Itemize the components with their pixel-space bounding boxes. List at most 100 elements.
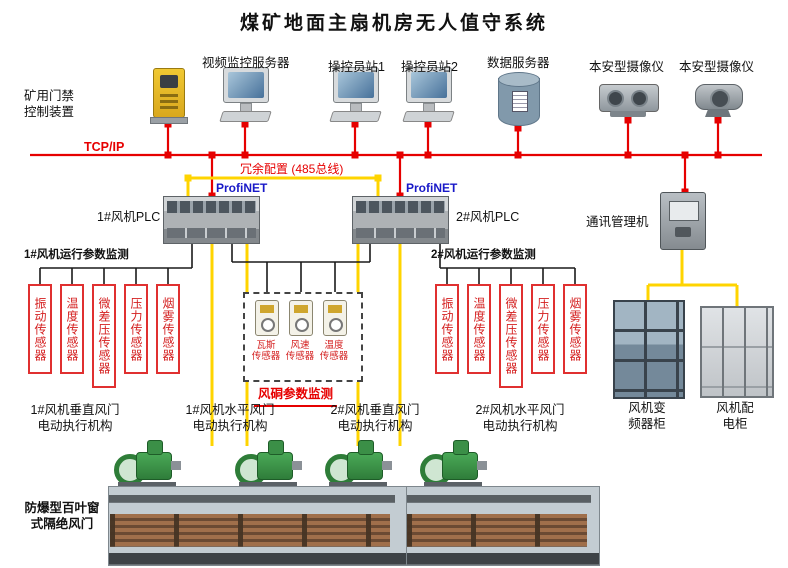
sensor-vibration-1: 振动传感器: [28, 284, 52, 374]
database-icon: [498, 72, 540, 126]
sensor-smoke-2: 烟雾传感器: [563, 284, 587, 374]
actuator-base: [118, 482, 176, 488]
actuator-4-icon: [418, 438, 488, 492]
temperature-sensor-label: 温度 传感器: [318, 340, 350, 362]
monitor-keyboard: [329, 111, 382, 122]
monitor-screen: [223, 67, 269, 103]
vfd-cabinet-label-line1: 风机变: [628, 401, 666, 415]
louver-damper-right-image: [406, 486, 600, 566]
wind-speed-sensor-label-line2: 传感器: [285, 351, 315, 362]
actuator-1-label-line1: 1#风机垂直风门: [30, 403, 120, 417]
camera-body: [695, 84, 743, 110]
louver-label-line2: 式隔绝风门: [30, 517, 94, 531]
sensor-smoke-1: 烟雾传感器: [156, 284, 180, 374]
actuator-4-label: 2#风机水平风门 电动执行机构: [460, 402, 580, 434]
actuator-3-label-line1: 2#风机垂直风门: [330, 403, 420, 417]
actuator-1-label-line2: 电动执行机构: [37, 419, 113, 433]
operator-station-2-label: 操控员站2: [401, 60, 458, 74]
monitor-screen: [333, 67, 379, 103]
sensor-temperature-1: 温度传感器: [60, 284, 84, 374]
plc1-icon: [163, 196, 260, 244]
redundant-bus-label: 冗余配置 (485总线): [240, 162, 344, 176]
access-control-label-line1: 矿用门禁: [24, 89, 75, 103]
access-control-label: 矿用门禁 控制装置: [24, 88, 74, 120]
tcp-ip-label: TCP/IP: [84, 140, 125, 154]
access-control-icon: [153, 68, 185, 118]
camera-right-label: 本安型摄像仪: [679, 60, 755, 74]
fan2-monitor-title: 2#风机运行参数监测: [431, 249, 536, 261]
power-cabinet-label: 风机配 电柜: [705, 400, 765, 432]
actuator-base: [329, 482, 387, 488]
comm-manager-label: 通讯管理机: [586, 215, 649, 229]
camera-right-icon: [693, 82, 743, 120]
power-cabinet-label-line1: 风机配: [716, 401, 754, 415]
profinet-left-label: ProfiNET: [216, 181, 268, 195]
camera-left-icon: [599, 82, 659, 118]
plc2-label: 2#风机PLC: [456, 210, 520, 224]
fan1-monitor-title: 1#风机运行参数监测: [24, 249, 129, 261]
actuator-2-label: 1#风机水平风门 电动执行机构: [170, 402, 290, 434]
sensor-diff-pressure-2: 微差压传感器: [499, 284, 523, 388]
video-server-label: 视频监控服务器: [202, 56, 290, 70]
gas-sensor-label-line1: 瓦斯: [256, 340, 276, 351]
plc2-icon: [352, 196, 449, 244]
actuator-body: [442, 440, 487, 480]
camera-mount: [610, 111, 646, 117]
louver-label-line1: 防爆型百叶窗: [24, 501, 100, 515]
comm-manager-icon: [660, 192, 706, 250]
louver-label: 防爆型百叶窗 式隔绝风门: [10, 500, 114, 532]
operator-station-1-label: 操控员站1: [328, 60, 385, 74]
camera-base: [705, 109, 731, 117]
access-control-label-line2: 控制装置: [24, 105, 75, 119]
sensor-pressure-2: 压力传感器: [531, 284, 555, 374]
vfd-cabinet-label: 风机变 频器柜: [617, 400, 677, 432]
sensor-vibration-2: 振动传感器: [435, 284, 459, 374]
actuator-3-label: 2#风机垂直风门 电动执行机构: [315, 402, 435, 434]
power-cabinet-icon: [700, 306, 774, 398]
temperature-sensor-label-line2: 传感器: [319, 351, 349, 362]
power-cabinet-label-line2: 电柜: [722, 417, 748, 431]
diagram-title: 煤矿地面主扇机房无人值守系统: [239, 13, 548, 34]
actuator-3-icon: [323, 438, 393, 492]
gas-sensor-label: 瓦斯 传感器: [250, 340, 282, 362]
louver-damper-left-image: [108, 486, 408, 566]
actuator-base: [424, 482, 482, 488]
gas-sensor-icon: [255, 300, 279, 336]
vfd-cabinet-icon: [613, 300, 685, 399]
data-server-label: 数据服务器: [487, 56, 550, 70]
wind-speed-sensor-label: 风速 传感器: [284, 340, 316, 362]
operator-station-2-icon: [402, 67, 455, 123]
access-control-keypad: [160, 94, 178, 97]
monitor-keyboard: [219, 111, 272, 122]
actuator-body: [136, 440, 181, 480]
profinet-right-label: ProfiNET: [406, 181, 458, 195]
actuator-2-label-line1: 1#风机水平风门: [185, 403, 275, 417]
sensor-diff-pressure-1: 微差压传感器: [92, 284, 116, 388]
wind-speed-sensor-label-line1: 风速: [290, 340, 310, 351]
temperature-sensor-icon: [323, 300, 347, 336]
monitor-screen: [406, 67, 452, 103]
plc1-label: 1#风机PLC: [97, 210, 161, 224]
access-control-screen: [160, 75, 178, 88]
wind-speed-sensor-icon: [289, 300, 313, 336]
temperature-sensor-label-line1: 温度: [324, 340, 344, 351]
camera-left-label: 本安型摄像仪: [589, 60, 665, 74]
actuator-2-icon: [233, 438, 303, 492]
actuator-body: [347, 440, 392, 480]
actuator-2-label-line2: 电动执行机构: [192, 419, 268, 433]
video-server-icon: [219, 67, 272, 123]
gas-sensor-label-line2: 传感器: [251, 351, 281, 362]
sensor-temperature-2: 温度传感器: [467, 284, 491, 374]
actuator-1-label: 1#风机垂直风门 电动执行机构: [15, 402, 135, 434]
actuator-4-label-line2: 电动执行机构: [482, 419, 558, 433]
actuator-3-label-line2: 电动执行机构: [337, 419, 413, 433]
camera-body: [599, 84, 659, 112]
monitor-keyboard: [402, 111, 455, 122]
vfd-cabinet-label-line2: 频器柜: [628, 417, 666, 431]
sensor-pressure-1: 压力传感器: [124, 284, 148, 374]
access-control-bracket: [150, 117, 188, 124]
actuator-base: [239, 482, 297, 488]
actuator-body: [257, 440, 302, 480]
